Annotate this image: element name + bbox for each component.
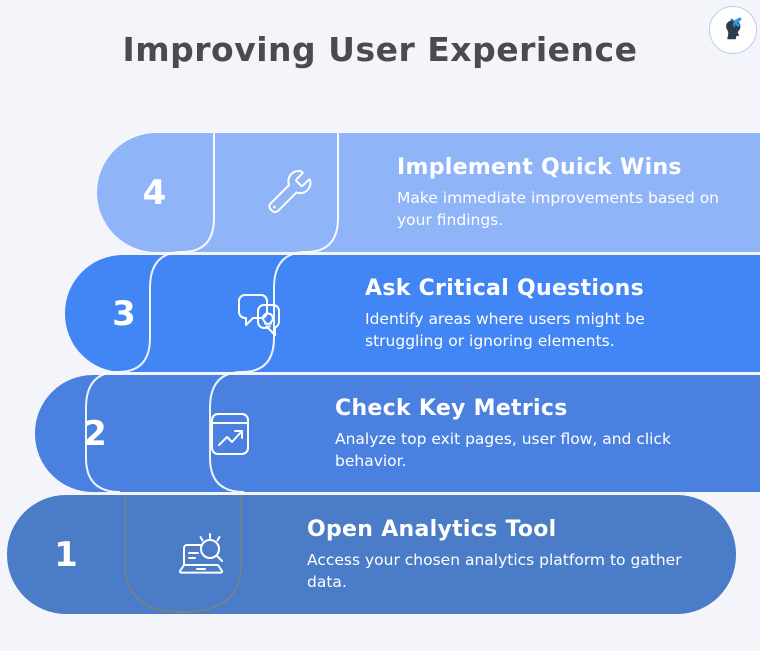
brand-logo-badge bbox=[709, 6, 757, 54]
woman-butterfly-logo-icon bbox=[726, 17, 742, 40]
speech-bubble-lightbulb-icon bbox=[238, 293, 280, 336]
page-title: Improving User Experience bbox=[122, 30, 638, 69]
step-heading-1: Open Analytics Tool bbox=[307, 516, 557, 542]
step-row-3[interactable]: 3 Ask Critical Questions Identify areas … bbox=[65, 255, 760, 372]
laptop-search-icon bbox=[178, 532, 224, 574]
step-text-3: Ask Critical Questions Identify areas wh… bbox=[335, 255, 760, 372]
step-text-1: Open Analytics Tool Access your chosen a… bbox=[277, 495, 736, 614]
step-description-4: Make immediate improvements based on you… bbox=[397, 188, 720, 229]
step-icon-1 bbox=[125, 495, 277, 614]
step-number-3: 3 bbox=[112, 293, 136, 334]
step-heading-2: Check Key Metrics bbox=[335, 395, 568, 421]
step-text-4: Implement Quick Wins Make immediate impr… bbox=[367, 133, 760, 252]
step-icon-4 bbox=[212, 133, 367, 252]
step-row-1[interactable]: 1 Open Analytics Tool Access your chosen… bbox=[7, 495, 736, 614]
step-description-3: Identify areas where users might be stru… bbox=[365, 309, 645, 350]
step-row-4[interactable]: 4 Implement Quick Wins Make immediate im… bbox=[97, 133, 760, 252]
step-number-4: 4 bbox=[142, 172, 167, 213]
step-description-1: Access your chosen analytics platform to… bbox=[307, 550, 682, 591]
step-text-2: Check Key Metrics Analyze top exit pages… bbox=[305, 375, 760, 492]
step-icon-3 bbox=[183, 255, 335, 372]
step-heading-3: Ask Critical Questions bbox=[365, 275, 645, 301]
step-heading-4: Implement Quick Wins bbox=[397, 154, 682, 180]
step-number-2: 2 bbox=[83, 413, 107, 454]
step-icon-2 bbox=[155, 375, 305, 492]
step-row-2[interactable]: 2 Check Key Metrics Analyze top exit pag… bbox=[35, 375, 760, 492]
chart-trend-icon bbox=[211, 412, 249, 455]
step-number-1: 1 bbox=[54, 534, 78, 575]
wrench-icon bbox=[267, 169, 311, 213]
step-description-2: Analyze top exit pages, user flow, and c… bbox=[335, 429, 671, 470]
